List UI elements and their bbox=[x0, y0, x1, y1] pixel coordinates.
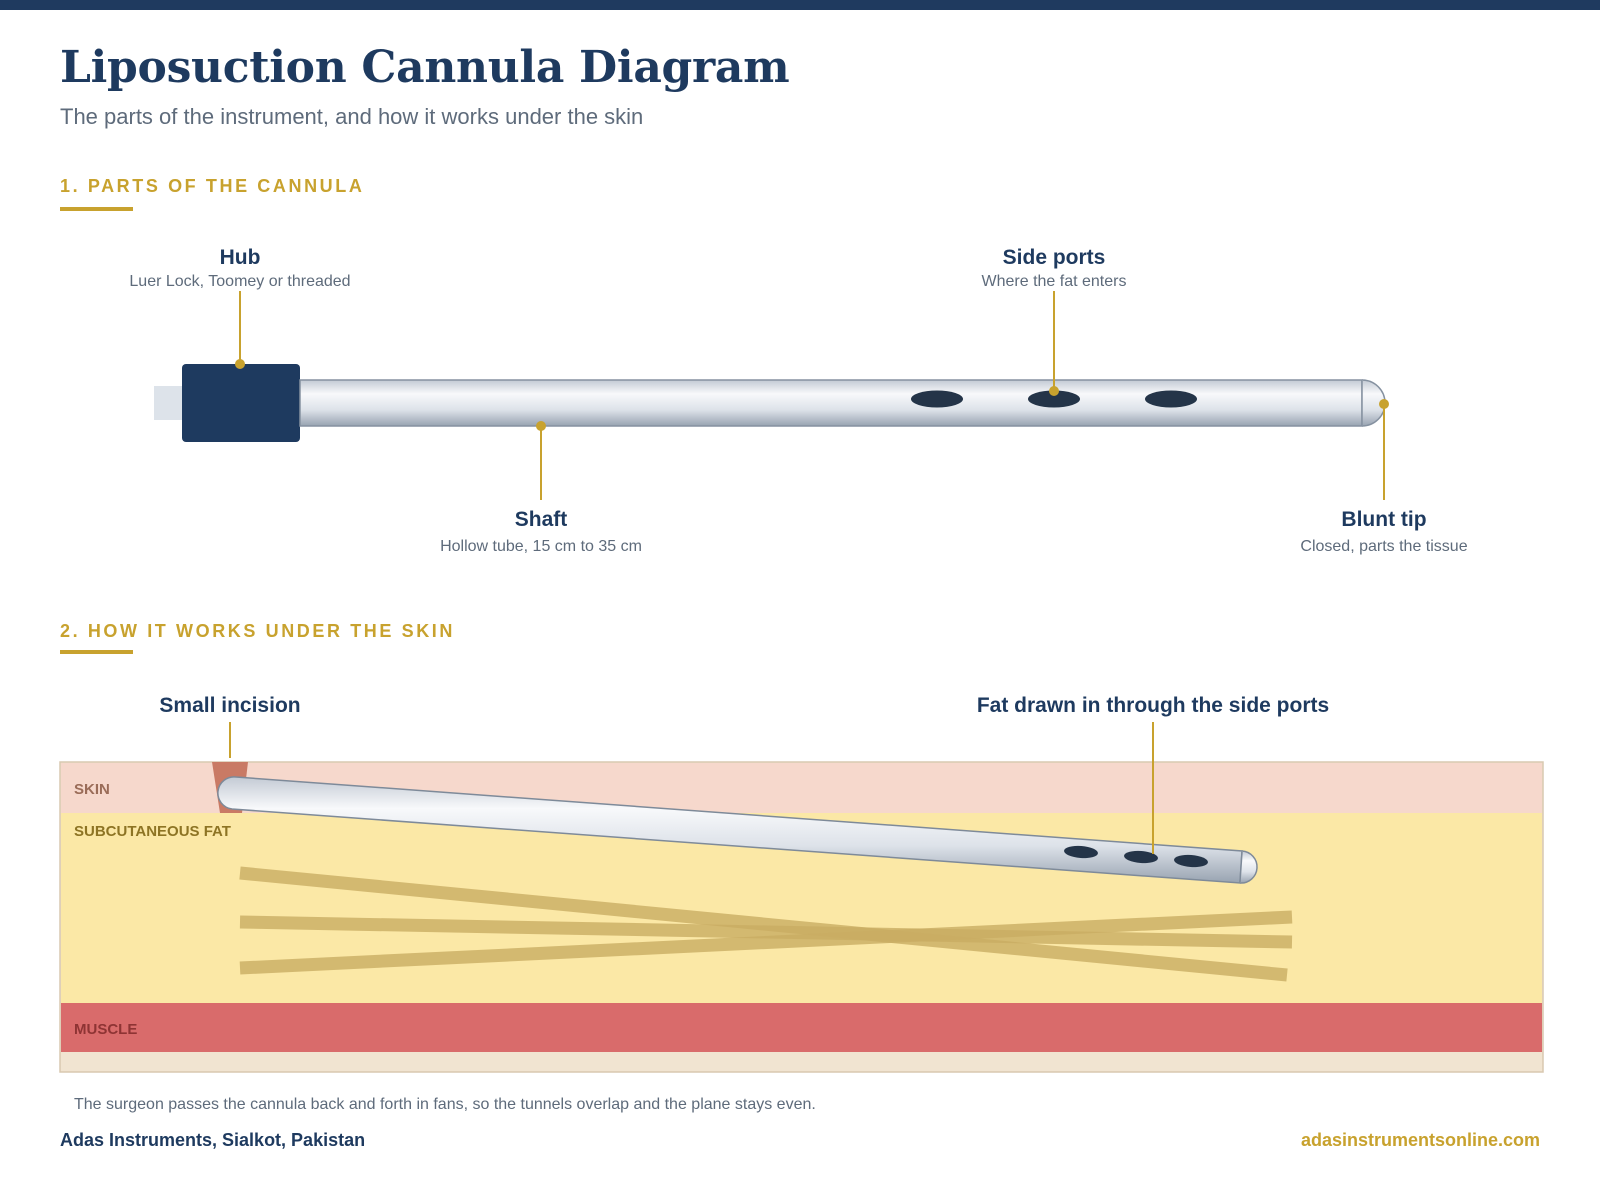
page-subtitle: The parts of the instrument, and how it … bbox=[60, 104, 644, 129]
luer-connector bbox=[154, 386, 186, 420]
section-rule-parts bbox=[60, 207, 133, 211]
cannula-in-tissue bbox=[217, 776, 1258, 884]
callout-shaft-desc: Hollow tube, 15 cm to 35 cm bbox=[440, 538, 642, 555]
side-port bbox=[1064, 845, 1098, 859]
section-heading-how-it-works: 2. HOW IT WORKS UNDER THE SKIN bbox=[60, 621, 456, 641]
cannula-shaft-in-tissue bbox=[217, 776, 1243, 884]
side-port bbox=[1174, 854, 1208, 868]
callout-side-ports-title: Side ports bbox=[1003, 246, 1106, 269]
side-port bbox=[911, 390, 963, 408]
footer-website[interactable]: adasinstrumentsonline.com bbox=[1300, 1130, 1540, 1150]
hub-body bbox=[182, 364, 300, 442]
cannula-shaft bbox=[299, 379, 1363, 427]
callout-shaft: Shaft Hollow tube, 15 cm to 35 cm bbox=[440, 421, 642, 555]
callout-blunt-tip-desc: Closed, parts the tissue bbox=[1300, 538, 1467, 555]
top-accent-bar bbox=[0, 0, 1600, 10]
layer-label-skin: SKIN bbox=[74, 781, 110, 798]
layer-label-muscle: MUSCLE bbox=[74, 1021, 137, 1038]
tunnel bbox=[239, 866, 1288, 982]
diagram-caption: The surgeon passes the cannula back and … bbox=[74, 1096, 816, 1113]
callout-side-ports: Side ports Where the fat enters bbox=[982, 246, 1127, 396]
callout-marker bbox=[235, 359, 245, 369]
callout-blunt-tip: Blunt tip Closed, parts the tissue bbox=[1300, 399, 1468, 555]
side-port bbox=[1145, 390, 1197, 408]
layer-label-fat: SUBCUTANEOUS FAT bbox=[74, 823, 231, 840]
side-port bbox=[1124, 850, 1158, 864]
section-heading-parts: 1. PARTS OF THE CANNULA bbox=[60, 176, 365, 196]
callout-marker bbox=[1049, 386, 1059, 396]
cannula-instrument bbox=[154, 364, 1386, 442]
callout-fat-drawn-label: Fat drawn in through the side ports bbox=[977, 694, 1329, 717]
callout-hub: Hub Luer Lock, Toomey or threaded bbox=[129, 246, 351, 369]
callout-shaft-title: Shaft bbox=[515, 508, 568, 531]
tunnel bbox=[239, 910, 1293, 975]
callout-blunt-tip-title: Blunt tip bbox=[1341, 508, 1426, 531]
callout-hub-title: Hub bbox=[220, 246, 261, 269]
page-title: Liposuction Cannula Diagram bbox=[60, 42, 790, 93]
section-rule-how-it-works bbox=[60, 650, 133, 654]
cannula-tip-in-tissue bbox=[1239, 850, 1258, 884]
footer-company: Adas Instruments, Sialkot, Pakistan bbox=[60, 1130, 366, 1150]
side-port bbox=[1028, 390, 1080, 408]
callout-incision: Small incision bbox=[159, 694, 301, 758]
fat-tunnels bbox=[239, 866, 1293, 982]
tunnel bbox=[239, 915, 1293, 949]
callout-fat-drawn: Fat drawn in through the side ports bbox=[977, 694, 1329, 854]
callout-hub-desc: Luer Lock, Toomey or threaded bbox=[129, 273, 350, 290]
callout-side-ports-desc: Where the fat enters bbox=[982, 273, 1127, 290]
callout-incision-label: Small incision bbox=[159, 694, 300, 717]
muscle-layer bbox=[61, 1003, 1542, 1052]
